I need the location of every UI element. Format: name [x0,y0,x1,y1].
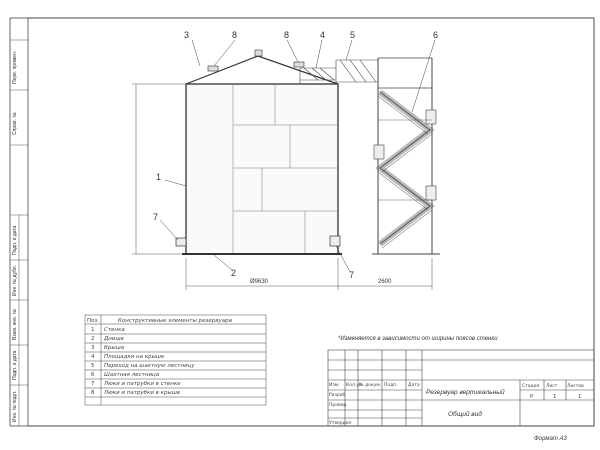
tb-h-kol: Кол.уч [346,382,362,388]
side-label-6: Инв. № подл. [12,391,18,422]
table-row-name: Переход на шахтную лестницу [104,363,195,369]
side-label-1: Справ. № [12,112,18,135]
dim-stair: 2600 [378,279,392,285]
dim-diameter: Ø9630 [250,279,269,285]
tb-h-izm: Изм. [329,382,340,388]
title-block [327,349,595,427]
table-rows: 1 Стенка 2 Днище 3 Крыша 4 Площадки на к… [91,327,195,396]
tb-col-stage: Стадия [522,383,540,389]
roof-hatch [207,65,219,72]
callout-4: 4 [320,30,325,40]
side-label-0: Перв. примен. [12,51,18,84]
tb-h-date: Дата [408,382,420,388]
callout-7a: 7 [153,212,158,222]
table-header-name: Конструктивные элементы резервуара [118,318,233,324]
tb-doc-title: Резервуар вертикальный [426,388,505,396]
tb-view: Общий вид [448,410,482,418]
side-strip [10,39,28,426]
tb-col-sheet: Лист [546,383,558,389]
table-row-pos: 8 [91,390,95,396]
parts-table [84,314,267,406]
table-row-pos: 6 [91,372,95,378]
tb-h-sign: Подп. [384,382,398,388]
tb-role-dev: Разраб. [329,392,347,398]
tb-val-stage: Р [530,394,534,400]
tb-role-appr: Утвердил [329,420,352,426]
tank-shell [182,83,342,255]
callout-numbers: 3 8 8 4 5 6 1 7 2 7 [153,30,438,280]
table-row-name: Шахтная лестница [104,372,160,378]
callout-8a: 8 [232,30,237,40]
shell-nozzle-left [175,237,187,247]
tb-h-doc: № докум. [359,382,381,388]
roof-vent [254,49,263,57]
tb-val-sheets: 1 [578,394,582,400]
side-label-3: Инв. № дубл. [12,265,18,296]
callout-6: 6 [433,30,438,40]
inner-frame [27,17,595,427]
tb-format: Формат А3 [534,436,567,442]
callout-5: 5 [350,30,355,40]
table-row-pos: 7 [91,381,95,387]
dimension-lines [132,83,433,290]
note-text: *Изменяется в зависимости от ширины пояс… [338,336,498,342]
tb-col-sheets: Листов [567,383,584,389]
callout-2: 2 [231,268,236,278]
side-label-5: Подп. и дата [12,350,18,380]
table-row-pos: 2 [91,336,95,342]
roof-platform [299,59,378,84]
roof-nozzle [293,61,305,68]
shell-hatch-right [329,235,341,247]
side-label-2: Подп. и дата [12,225,18,255]
side-label-4: Взам. инв. № [12,309,18,340]
tb-val-sheet: 1 [553,394,557,400]
callout-8b: 8 [284,30,289,40]
callout-1: 1 [156,172,161,182]
table-row-pos: 4 [91,354,95,360]
callout-3: 3 [184,30,189,40]
table-row-name: Люки и патрубки в крыше [103,390,181,396]
table-row-name: Стенка [104,327,125,333]
table-row-pos: 5 [91,363,95,369]
stair-tower [372,57,440,255]
table-row-pos: 3 [91,345,95,351]
table-row-pos: 1 [91,327,95,333]
table-row-name: Днище [103,336,125,342]
leader-lines [159,39,436,273]
table-row-name: Крыша [104,345,125,351]
table-row-name: Площадки на крыше [104,354,165,360]
tb-role-check: Провер. [329,402,348,408]
side-labels: Перв. примен. Справ. № Подп. и дата Инв.… [12,51,18,422]
table-row-name: Люки и патрубки в стенке [103,381,181,387]
table-header-pos: Поз. [87,318,99,324]
callout-7b: 7 [349,270,354,280]
